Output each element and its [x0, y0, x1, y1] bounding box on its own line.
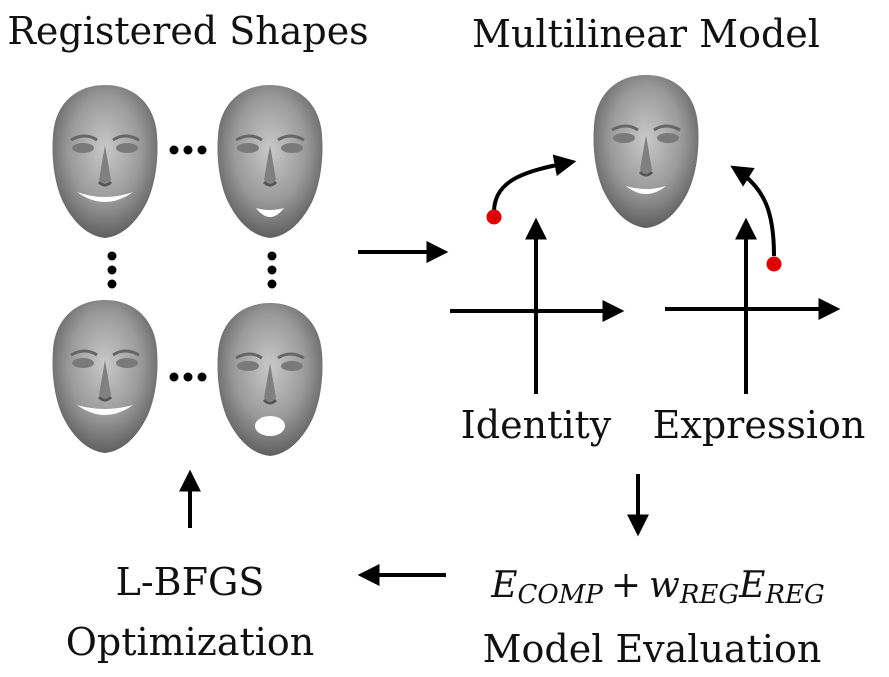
energy-subscript-weight: REG [679, 580, 739, 610]
energy-subscript-reg: REG [764, 580, 824, 610]
ellipsis-horizontal-bottom [169, 372, 207, 382]
face-open-mouth [215, 301, 325, 458]
energy-plus: + [611, 565, 641, 606]
energy-equation: ECOMP+wREGEREG [490, 565, 825, 610]
identity-point [486, 209, 502, 225]
identity-axes [450, 217, 625, 394]
optimization-label: Optimization [66, 620, 315, 664]
expression-curve-arrow [730, 165, 776, 257]
model-face [591, 73, 701, 230]
model-evaluation-label: Model Evaluation [483, 627, 822, 671]
energy-weight-w: w [649, 565, 680, 606]
energy-term-e-reg: E [738, 565, 765, 606]
ellipsis-vertical-right [267, 251, 277, 289]
expression-label: Expression [653, 403, 866, 447]
registered-shapes-title: Registered Shapes [7, 9, 368, 53]
identity-curve-arrow [492, 154, 577, 213]
identity-label: Identity [461, 403, 612, 447]
ellipsis-vertical-left [107, 251, 117, 289]
multilinear-model-title: Multilinear Model [472, 12, 820, 56]
ellipsis-horizontal-top [169, 145, 207, 155]
expression-point [766, 256, 782, 272]
energy-subscript-comp: COMP [518, 580, 604, 610]
expression-axes [665, 217, 841, 394]
energy-term-e-comp: E [490, 565, 517, 606]
face-smile-wide [50, 83, 160, 240]
face-grin [50, 298, 160, 455]
lbfgs-label: L-BFGS [116, 560, 265, 604]
face-smile-small [215, 83, 325, 240]
